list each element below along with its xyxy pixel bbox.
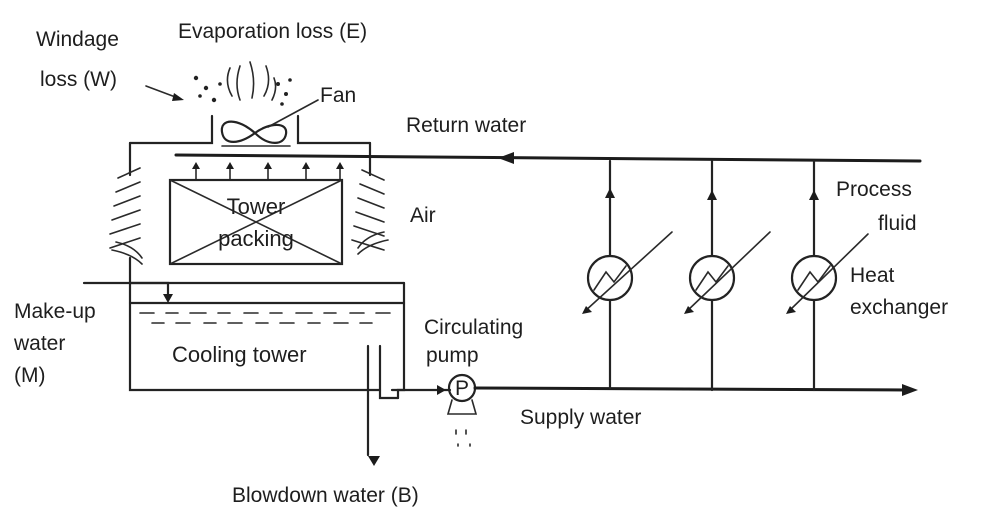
return-water-label: Return water (406, 114, 526, 137)
heat-exchanger-label-line1: Heat (850, 264, 895, 287)
pump-suction-line (396, 388, 452, 400)
process-fluid-label-line1: Process (836, 178, 912, 201)
make-up-water-label-line1: Make-up (14, 300, 96, 323)
process-fluid-label-line2: fluid (878, 212, 917, 235)
spray-arrows (192, 162, 344, 181)
tower-packing-label-line2: packing (218, 226, 294, 251)
make-up-water-line (82, 281, 170, 300)
tower-packing-box (168, 178, 344, 266)
evaporation-loss-label: Evaporation loss (E) (178, 20, 367, 43)
blowdown-water-label: Blowdown water (B) (232, 484, 419, 507)
supply-water-line (473, 386, 910, 392)
blowdown-pipe-right (378, 344, 400, 400)
tower-packing-label-line1: Tower (227, 194, 286, 219)
air-inlet-louvers-right (351, 169, 389, 255)
heat-exchanger-branch-2 (684, 159, 771, 392)
pump-suction-arrow (437, 385, 446, 395)
make-up-water-arrow (163, 294, 173, 303)
tower-roof-right (296, 114, 372, 145)
heat-exchanger-label-line2: exchanger (850, 296, 948, 319)
fan-label: Fan (320, 84, 356, 107)
supply-water-label: Supply water (520, 406, 641, 429)
make-up-water-label-line3: (M) (14, 364, 45, 387)
basin-left-bottom (128, 256, 382, 392)
air-inlet-louvers-left (109, 167, 143, 265)
return-water-arrow (498, 152, 514, 164)
air-label: Air (410, 204, 436, 227)
fan-icon (220, 99, 319, 147)
blowdown-arrow (368, 456, 380, 466)
return-water-line (174, 153, 922, 163)
circulating-pump-label-line1: Circulating (424, 316, 523, 339)
cooling-tower-label: Cooling tower (172, 342, 307, 367)
heat-exchanger-branch-1 (582, 159, 673, 390)
windage-droplets-icon (145, 75, 292, 106)
make-up-water-label-line2: water (13, 332, 65, 355)
tower-roof-left (128, 114, 214, 145)
circulating-pump-label-line2: pump (426, 344, 479, 367)
heat-exchanger-branch-3 (786, 159, 869, 392)
fan-leader-line (267, 99, 319, 128)
basin-right-wall (390, 281, 406, 392)
supply-water-arrow (902, 384, 918, 396)
windage-loss-label-line2: loss (W) (40, 68, 117, 91)
pump-symbol-label: P (455, 377, 469, 400)
evaporation-plume-icon (226, 61, 277, 101)
windage-loss-label-line1: Windage (36, 28, 119, 51)
